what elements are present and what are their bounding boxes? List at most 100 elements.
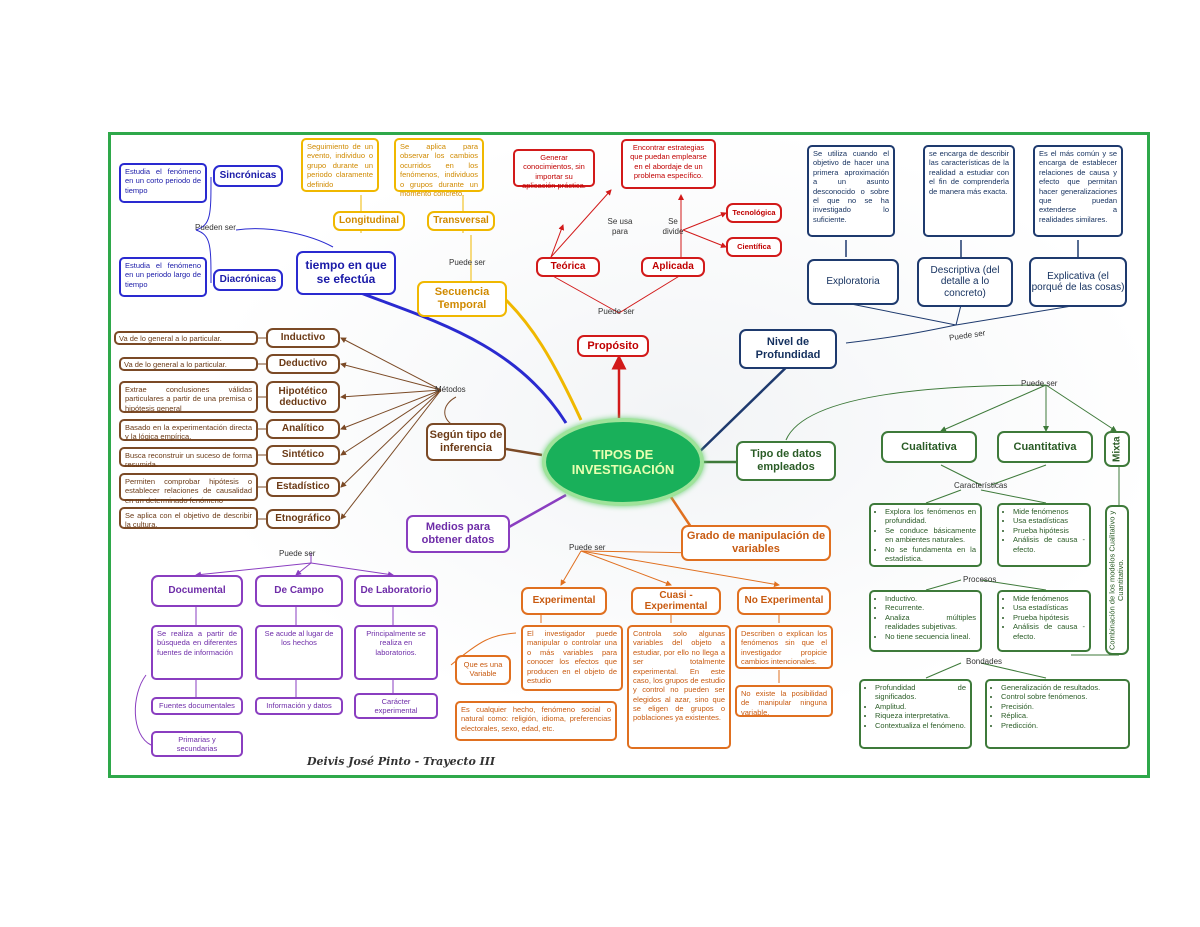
diacronicas-node: Diacrónicas: [213, 269, 283, 291]
que-es-una-variable-node: Que es una Variable: [455, 655, 511, 685]
hipotetico-deductivo-node: Hipotético deductivo: [266, 381, 340, 413]
de-laboratorio-node: De Laboratorio: [354, 575, 438, 607]
medios-para-obtener-datos-node: Medios para obtener datos: [406, 515, 510, 553]
puede-ser-label-data: Puede ser: [1021, 379, 1058, 388]
longitudinal-node: Longitudinal: [333, 211, 405, 231]
diacronicas-description: Estudia el fenómeno en un periodo largo …: [119, 257, 207, 297]
tipos-de-investigacion-center: TIPOS DE INVESTIGACIÓN: [542, 418, 704, 506]
tipo-de-datos-empleados-node: Tipo de datos empleados: [736, 441, 836, 481]
cualitativa-caracteristicas-list: Explora los fenómenos en profundidad.Se …: [869, 503, 982, 567]
sincronicas-node: Sincrónicas: [213, 165, 283, 187]
tiempo-en-que-se-efectua-node: tiempo en que se efectúa: [296, 251, 396, 295]
bullet-item: Usa estadísticas: [1013, 603, 1085, 612]
nivel-de-profundidad-node: Nivel de Profundidad: [739, 329, 837, 369]
bullet-item: Inductivo.: [885, 594, 976, 603]
proposito-node: Propósito: [577, 335, 649, 357]
pueden-ser-label-time: Pueden ser: [195, 223, 236, 232]
bullet-item: Explora los fenómenos en profundidad.: [885, 507, 976, 526]
caracteristicas-label: Características: [954, 481, 1008, 490]
transversal-node: Transversal: [427, 211, 495, 231]
cualitativa-node: Cualitativa: [881, 431, 977, 463]
puede-ser-label-manipulation: Puede ser: [569, 543, 606, 552]
fuentes-documentales-node: Fuentes documentales: [151, 697, 243, 715]
descriptiva-node: Descriptiva (del detalle a lo concreto): [917, 257, 1013, 307]
bullet-item: No se fundamenta en la estadística.: [885, 545, 976, 564]
bullet-item: No tiene secuencia lineal.: [885, 632, 976, 641]
puede-ser-label-purpose: Puede ser: [598, 307, 635, 316]
mixta-node: Mixta: [1104, 431, 1130, 467]
se-divide-label: Se divide: [662, 217, 684, 236]
tecnologica-node: Tecnológica: [726, 203, 782, 223]
metodos-label: Métodos: [435, 385, 466, 394]
variable-description: Es cualquier hecho, fenómeno social o na…: [455, 701, 617, 741]
bullet-item: Prueba hipótesis: [1013, 526, 1085, 535]
procesos-label: Procesos: [963, 575, 997, 584]
cuasi-experimental-description: Controla solo algunas variables del obje…: [627, 625, 731, 749]
deductivo-description: Va de lo general a lo particular.: [119, 357, 258, 371]
bullet-item: Análisis de causa - efecto.: [1013, 622, 1085, 641]
bullet-item: Mide fenómenos: [1013, 594, 1085, 603]
transversal-description: Se aplica para observar los cambios ocur…: [394, 138, 484, 198]
sincronicas-description: Estudia el fenómeno en un corto periodo …: [119, 163, 207, 203]
puede-ser-label-sequence: Puede ser: [449, 258, 486, 267]
no-experimental-description: Describen o explican los fenómenos sin q…: [735, 625, 833, 669]
secuencia-temporal-node: Secuencia Temporal: [417, 281, 507, 317]
bullet-item: Profundidad de significados.: [875, 683, 966, 702]
experimental-node: Experimental: [521, 587, 607, 615]
author-signature: Deivis José Pinto - Trayecto III: [307, 755, 496, 768]
bullet-item: Amplitud.: [875, 702, 966, 711]
no-experimental-node: No Experimental: [737, 587, 831, 615]
bullet-item: Contextualiza el fenómeno.: [875, 721, 966, 730]
estadistico-node: Estadístico: [266, 477, 340, 497]
cuantitativa-bondades-list: Generalización de resultados.Control sob…: [985, 679, 1130, 749]
bullet-item: Análisis de causa - efecto.: [1013, 535, 1085, 554]
cientifica-node: Científica: [726, 237, 782, 257]
cuasi-experimental-node: Cuasi - Experimental: [631, 587, 721, 615]
no-experimental-description-2: No existe la posibilidad de manipular ni…: [735, 685, 833, 717]
explicativa-node: Explicativa (el porqué de las cosas): [1029, 257, 1127, 307]
teorica-description: Generar conocimientos, sin importar su a…: [513, 149, 595, 190]
sintetico-node: Sintético: [266, 445, 340, 465]
analitico-node: Analítico: [266, 419, 340, 439]
cuantitativa-node: Cuantitativa: [997, 431, 1093, 463]
cualitativa-procesos-list: Inductivo.Recurrente.Analiza múltiples r…: [869, 590, 982, 652]
descriptiva-description: se encarga de describir las característi…: [923, 145, 1015, 237]
bullet-item: Recurrente.: [885, 603, 976, 612]
inductivo-description: Va de lo general a lo particular.: [114, 331, 258, 345]
mind-map-frame: Estudia el fenómeno en un corto periodo …: [108, 132, 1150, 778]
bullet-item: Mide fenómenos: [1013, 507, 1085, 516]
explicativa-description: Es el más común y se encarga de establec…: [1033, 145, 1123, 237]
cuantitativa-procesos-list: Mide fenómenosUsa estadísticasPrueba hip…: [997, 590, 1091, 652]
teorica-node: Teórica: [536, 257, 600, 277]
bullet-item: Analiza múltiples realidades subjetivas.: [885, 613, 976, 632]
deductivo-node: Deductivo: [266, 354, 340, 374]
bullet-item: Generalización de resultados.: [1001, 683, 1124, 692]
etnografico-node: Etnográfico: [266, 509, 340, 529]
de-campo-description: Se acude al lugar de los hechos: [255, 625, 343, 680]
bullet-item: Prueba hipótesis: [1013, 613, 1085, 622]
cuantitativa-caracteristicas-list: Mide fenómenosUsa estadísticasPrueba hip…: [997, 503, 1091, 567]
caracter-experimental-node: Carácter experimental: [354, 693, 438, 719]
aplicada-node: Aplicada: [641, 257, 705, 277]
cualitativa-bondades-list: Profundidad de significados.Amplitud.Riq…: [859, 679, 972, 749]
inductivo-node: Inductivo: [266, 328, 340, 348]
exploratoria-description: Se utiliza cuando el objetivo de hacer u…: [807, 145, 895, 237]
bullet-item: Se conduce básicamente en ambientes natu…: [885, 526, 976, 545]
bullet-item: Predicción.: [1001, 721, 1124, 730]
documental-description: Se realiza a partir de búsqueda en difer…: [151, 625, 243, 680]
bullet-item: Riqueza interpretativa.: [875, 711, 966, 720]
aplicada-description: Encontrar estrategias que puedan emplear…: [621, 139, 716, 189]
longitudinal-description: Seguimiento de un evento, individuo o gr…: [301, 138, 379, 192]
puede-ser-label-media: Puede ser: [279, 549, 316, 558]
se-usa-para-label: Se usa para: [607, 217, 633, 236]
grado-de-manipulacion-node: Grado de manipulación de variables: [681, 525, 831, 561]
bullet-item: Réplica.: [1001, 711, 1124, 720]
mixta-description: Combinación de los modelos Cualitativo y…: [1105, 505, 1129, 655]
informacion-y-datos-node: Información y datos: [255, 697, 343, 715]
bullet-item: Control sobre fenómenos.: [1001, 692, 1124, 701]
segun-tipo-de-inferencia-node: Según tipo de inferencia: [426, 423, 506, 461]
experimental-description: El investigador puede manipular o contro…: [521, 625, 623, 691]
primarias-y-secundarias-node: Primarias y secundarias: [151, 731, 243, 757]
hipotetico-deductivo-description: Extrae conclusiones válidas particulares…: [119, 381, 258, 413]
etnografico-description: Se aplica con el objetivo de describir l…: [119, 507, 258, 529]
